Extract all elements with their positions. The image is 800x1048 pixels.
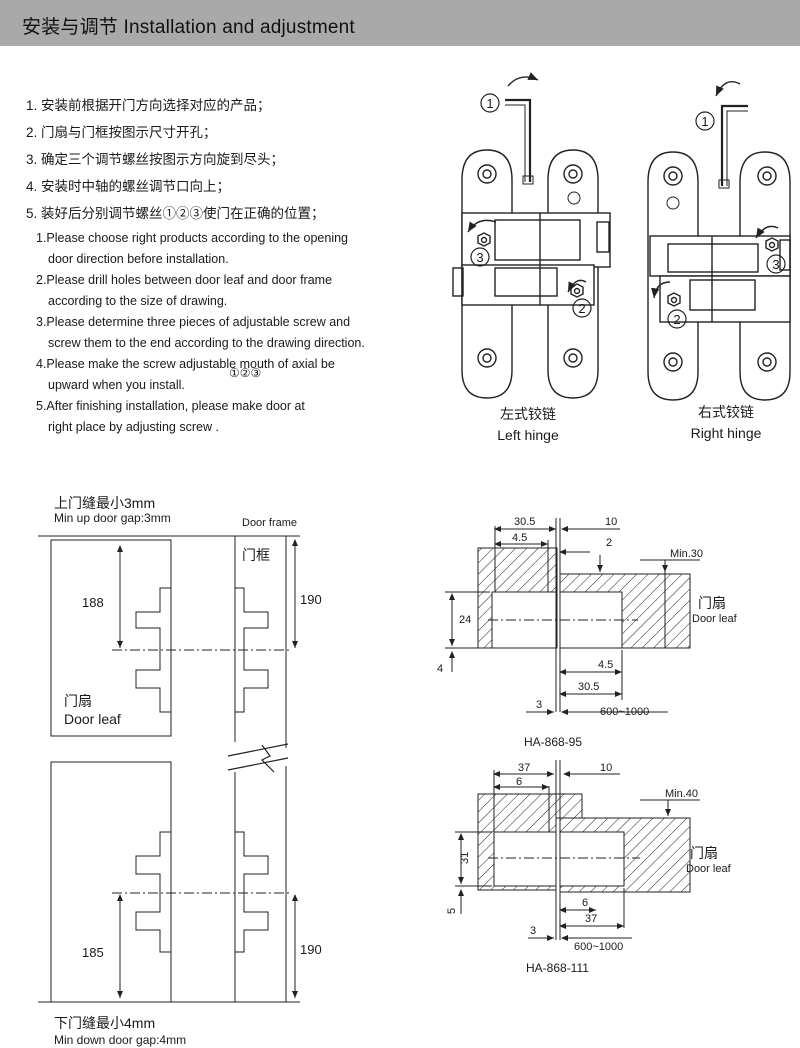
svg-text:3: 3 (772, 257, 779, 272)
s95-door-leaf-zh: 门扇 (698, 595, 726, 611)
svg-text:1: 1 (486, 96, 493, 111)
page-title: 安装与调节 Installation and adjustment (22, 17, 355, 38)
s111-dim-37-bot: 37 (585, 913, 597, 925)
left-hinge-zh: 左式铰链 (500, 406, 556, 422)
right-hinge-drawing (647, 81, 791, 401)
s111-dim-3: 3 (530, 925, 536, 937)
s111-dim-6-top: 6 (516, 776, 522, 788)
s95-model: HA-868-95 (524, 735, 582, 749)
s111-dim-min: Min.40 (665, 788, 698, 800)
step-zh-5: 5. 装好后分别调节螺丝①②③使门在正确的位置； (26, 206, 325, 221)
dim-190-bottom: 190 (300, 942, 322, 957)
s111-model: HA-868-111 (526, 961, 589, 975)
door-leaf-en: Door leaf (64, 711, 121, 727)
door-elevation-labels: 上门缝最小3mm Min up door gap:3mm Door frame … (54, 495, 322, 1047)
s111-dim-5: 5 (446, 908, 458, 914)
right-hinge-marks: 1 3 2 (667, 111, 786, 329)
step-en-4-line1: 4.Please make the screw adjustable mouth… (36, 357, 335, 371)
right-hinge-zh: 右式铰链 (698, 404, 754, 420)
s95-dim-3: 3 (536, 699, 542, 711)
s111-dim-31: 31 (459, 852, 471, 864)
step-en-3-line1: 3.Please determine three pieces of adjus… (36, 315, 351, 329)
step-en-5-line2: right place by adjusting screw . (48, 420, 219, 434)
door-frame-zh: 门框 (242, 547, 270, 563)
top-gap-en: Min up door gap:3mm (54, 511, 171, 525)
door-frame-elevation (38, 535, 300, 1003)
right-hinge-caption: 右式铰链 Right hinge (676, 402, 776, 444)
step-en-3-line2: screw them to the end according to the d… (48, 336, 365, 350)
dim-190-top: 190 (300, 592, 322, 607)
s95-dim-4: 4 (437, 663, 443, 675)
step-zh-4: 4. 安装时中轴的螺丝调节口向上； (26, 179, 231, 194)
door-frame-en: Door frame (242, 517, 297, 529)
svg-text:2: 2 (578, 301, 585, 316)
s111-dim-10: 10 (600, 762, 612, 774)
step-en-4-line2: upward when you install. (48, 378, 185, 392)
screw-numbers-note: ①②③ (229, 366, 262, 380)
bottom-gap-en: Min down door gap:4mm (54, 1033, 186, 1047)
s111-door-leaf-en: Door leaf (686, 863, 732, 875)
s95-dim-24: 24 (459, 614, 471, 626)
dim-188: 188 (82, 595, 104, 610)
step-en-1-line2: door direction before installation. (48, 252, 229, 266)
s111-dim-37-top: 37 (518, 762, 530, 774)
section-95-labels: 30.5 4.5 10 2 Min.30 24 4 4.5 30.5 3 600… (437, 516, 738, 749)
s95-dim-range: 600~1000 (600, 706, 649, 718)
step-en-1-line1: 1.Please choose right products according… (36, 231, 349, 245)
s95-dim-30-5-top: 30.5 (514, 516, 535, 528)
right-hinge-en: Right hinge (690, 425, 762, 441)
bottom-gap-zh: 下门缝最小4mm (54, 1015, 155, 1031)
s95-dim-min: Min.30 (670, 548, 703, 560)
left-hinge-marks: 1 3 2 (470, 93, 592, 318)
left-hinge-drawing (452, 72, 611, 399)
s95-dim-2: 2 (606, 537, 612, 549)
s95-dim-30-5-bot: 30.5 (578, 681, 599, 693)
left-hinge-caption: 左式铰链 Left hinge (478, 404, 578, 446)
section-95-drawing (445, 518, 700, 715)
step-zh-3: 3. 确定三个调节螺丝按图示方向旋到尽头； (26, 152, 285, 167)
step-en-5-line1: 5.After finishing installation, please m… (36, 399, 305, 413)
section-111-drawing (455, 760, 700, 941)
top-gap-zh: 上门缝最小3mm (54, 495, 155, 511)
s111-dim-range: 600~1000 (574, 941, 623, 953)
s95-dim-4-5-bot: 4.5 (598, 659, 613, 671)
steps-english: 1.Please choose right products according… (36, 228, 436, 438)
s95-dim-4-5-top: 4.5 (512, 532, 527, 544)
s95-door-leaf-en: Door leaf (692, 613, 738, 625)
s95-dim-10: 10 (605, 516, 617, 528)
s111-door-leaf-zh: 门扇 (690, 845, 718, 861)
step-zh-2: 2. 门扇与门框按图示尺寸开孔； (26, 125, 217, 140)
dim-185: 185 (82, 945, 104, 960)
s111-dim-6-bot: 6 (582, 897, 588, 909)
left-hinge-en: Left hinge (497, 427, 559, 443)
step-en-2-line2: according to the size of drawing. (48, 294, 228, 308)
step-en-2-line1: 2.Please drill holes between door leaf a… (36, 273, 333, 287)
svg-text:2: 2 (673, 312, 680, 327)
step-zh-1: 1. 安装前根据开门方向选择对应的产品； (26, 98, 271, 113)
svg-text:3: 3 (476, 250, 483, 265)
svg-text:1: 1 (701, 114, 708, 129)
door-leaf-zh: 门扇 (64, 693, 92, 709)
section-111-labels: 37 6 10 Min.40 31 5 6 37 3 600~1000 门扇 D… (446, 762, 732, 975)
steps-chinese: 1. 安装前根据开门方向选择对应的产品； 2. 门扇与门框按图示尺寸开孔； 3.… (26, 92, 406, 227)
header-bar: 安装与调节 Installation and adjustment (0, 0, 800, 46)
